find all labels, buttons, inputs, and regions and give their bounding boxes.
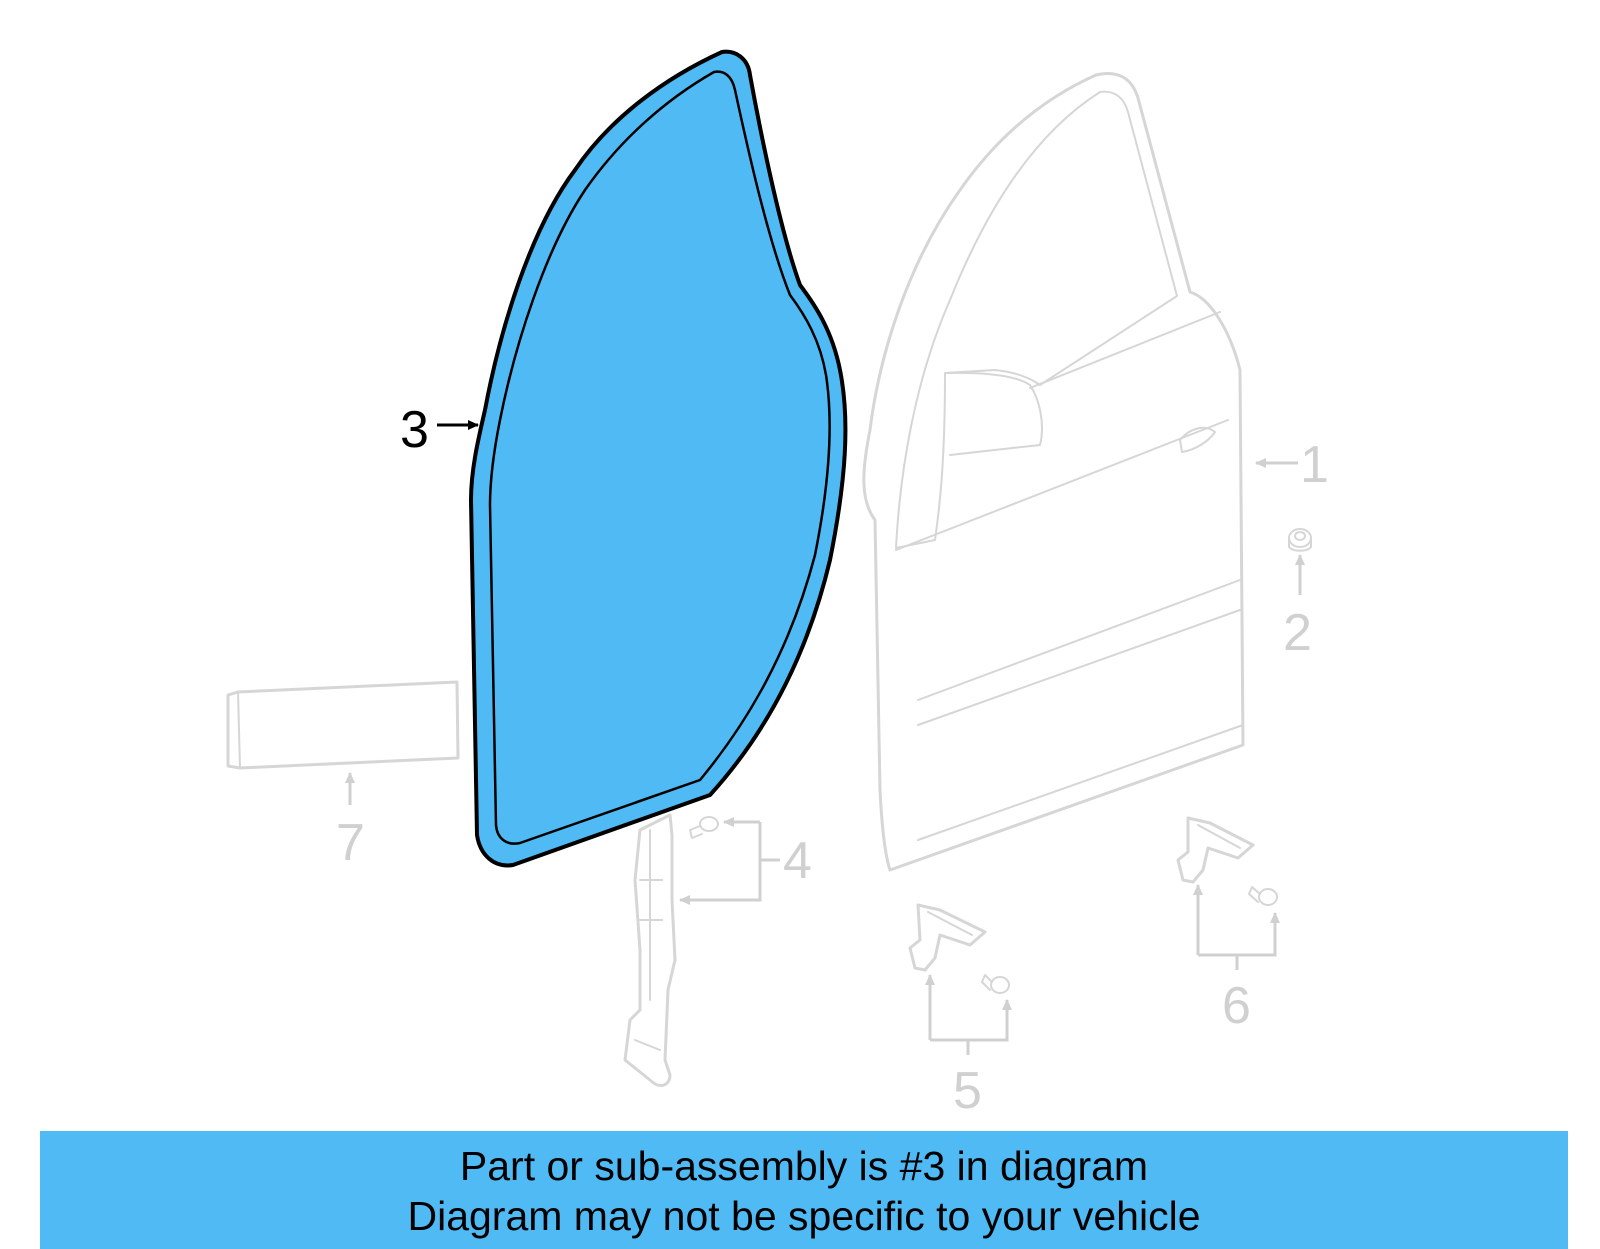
callout-1: 1 bbox=[1255, 436, 1329, 494]
bracket-part-5[interactable] bbox=[908, 903, 987, 972]
bolt-part-6[interactable] bbox=[1248, 886, 1278, 906]
plug-part-2[interactable] bbox=[1288, 528, 1312, 552]
bracket-part-6[interactable] bbox=[1176, 816, 1255, 884]
bolt-part-5[interactable] bbox=[981, 974, 1010, 994]
callout-4: 4 bbox=[679, 817, 812, 905]
notice-line-disclaimer: Diagram may not be specific to your vehi… bbox=[407, 1193, 1201, 1239]
callout-label-4: 4 bbox=[783, 832, 812, 890]
callout-label-2: 2 bbox=[1283, 604, 1312, 662]
callout-label-3: 3 bbox=[400, 401, 429, 459]
parts-diagram: 1 2 3 4 bbox=[226, 49, 1329, 1120]
weatherstrip-part-3[interactable] bbox=[469, 49, 848, 868]
callout-5: 5 bbox=[925, 974, 1012, 1120]
notice-line-part-number: Part or sub-assembly is #3 in diagram bbox=[459, 1143, 1149, 1189]
diagram-notice-banner: Part or sub-assembly is #3 in diagram Di… bbox=[40, 1131, 1568, 1249]
callout-7: 7 bbox=[336, 772, 365, 872]
hinge-bracket-part-4[interactable] bbox=[623, 813, 677, 1087]
callout-label-1: 1 bbox=[1300, 436, 1329, 494]
door-shell-part-1[interactable] bbox=[862, 72, 1245, 872]
callout-3: 3 bbox=[400, 401, 479, 459]
callout-label-5: 5 bbox=[953, 1062, 982, 1120]
callout-2: 2 bbox=[1283, 554, 1312, 662]
bolt-part-4[interactable] bbox=[689, 816, 719, 839]
molding-part-7[interactable] bbox=[226, 680, 460, 770]
callout-label-7: 7 bbox=[336, 814, 365, 872]
callout-label-6: 6 bbox=[1222, 977, 1251, 1035]
callout-6: 6 bbox=[1193, 884, 1280, 1035]
